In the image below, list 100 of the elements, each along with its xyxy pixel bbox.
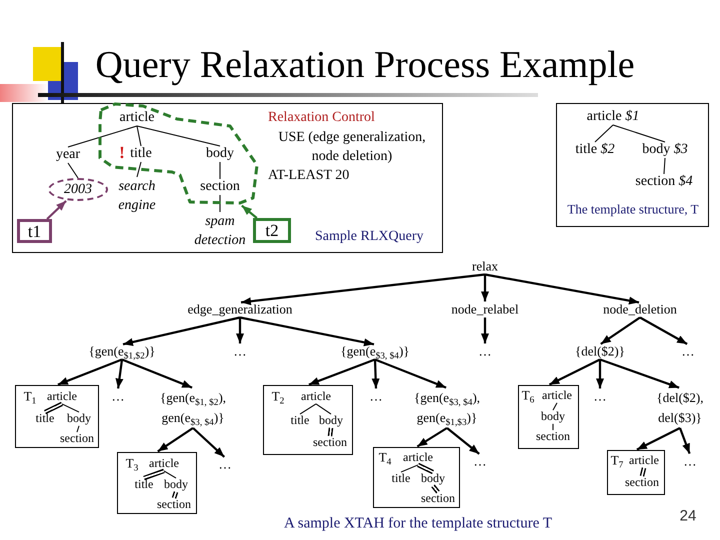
node-label: section: [536, 430, 570, 444]
tree-box: [518, 385, 579, 449]
node-label: article $1: [586, 108, 640, 126]
arrow: [596, 360, 604, 388]
node-label: body: [164, 478, 188, 492]
node-label: section $4: [635, 174, 693, 190]
tag-box: t2: [253, 218, 291, 243]
ellipsis: …: [594, 390, 606, 404]
arrow: [481, 318, 489, 344]
tag-box: t1: [17, 219, 52, 243]
node-label: body $3: [642, 142, 688, 158]
ellipsis: …: [370, 390, 382, 404]
arrow: [46, 200, 67, 220]
double-line: [44, 402, 63, 414]
relaxation-set: {gen(e$_{$1, $2}$), gen(e$_{$3, $4}$)}: [159, 388, 227, 428]
panel-caption: Sample RLXQuery: [315, 228, 424, 246]
tree-box-title: T$_{4}$: [378, 450, 392, 466]
arrow: [122, 358, 192, 389]
tree-box-title: T$_{6}$: [522, 388, 534, 404]
panel-caption: The template structure, T: [567, 202, 699, 218]
arrow: [372, 359, 380, 389]
exclamation-mark: !: [119, 143, 125, 163]
connector-line: [594, 124, 614, 142]
double-line: [143, 468, 165, 480]
diagram-caption: A sample XTAH for the template structure T: [284, 515, 552, 533]
double-line: [328, 428, 334, 436]
connector-line: [164, 470, 176, 479]
slide-title: Query Relaxation Process Example: [95, 44, 635, 88]
connector-line: [136, 126, 142, 146]
node-label: search engine: [118, 177, 156, 215]
node-label: body: [541, 410, 565, 424]
double-line: [431, 484, 440, 494]
ellipsis: …: [234, 344, 246, 360]
node-label: article: [47, 390, 77, 404]
node-label: spam detection: [194, 212, 246, 250]
arrow: [374, 358, 446, 389]
node-label: section: [200, 178, 240, 196]
node-label: title: [392, 472, 410, 486]
connector-line: [612, 124, 666, 142]
node-label: article: [120, 110, 154, 126]
arrow: [636, 427, 680, 451]
node-label: title: [36, 412, 54, 426]
arrow: [484, 273, 640, 305]
tree-box-title: T$_{3}$: [126, 456, 138, 472]
node-label: section: [157, 498, 191, 512]
relaxation-set: {del($2)}: [574, 344, 626, 360]
connector-line: [76, 425, 80, 433]
arrow: [600, 358, 680, 389]
tree-box: [373, 447, 460, 508]
arrow: [192, 427, 226, 458]
tree-box: [263, 385, 353, 455]
arrow: [308, 358, 376, 386]
page-number: 24: [680, 507, 696, 525]
arrow: [678, 428, 691, 454]
tree-box: [607, 450, 665, 495]
node-label: section: [313, 436, 347, 450]
relaxation-set: {gen(e$_{$1,$2}$)}: [88, 344, 156, 360]
connector-line: [62, 403, 80, 413]
operation-label: node_relabel: [451, 302, 519, 318]
ellipsis: …: [112, 390, 124, 404]
arrow: [236, 318, 244, 344]
arrow: [446, 427, 480, 455]
node-label: section: [625, 476, 659, 490]
query-panel: [12, 103, 443, 253]
node-label: relax: [472, 260, 498, 274]
relaxation-set: {gen(e$_{$3, $4}$)}: [340, 344, 410, 360]
arrow: [600, 316, 641, 345]
arrow: [157, 427, 194, 452]
operation-label: edge_generalization: [188, 302, 292, 318]
connector-line: [552, 423, 554, 431]
tree-box: [15, 385, 99, 448]
node-label: title: [290, 414, 310, 428]
connector-line: [136, 126, 220, 146]
double-line: [172, 491, 178, 499]
connector-line: [68, 162, 78, 178]
arrow: [548, 358, 600, 386]
arrow: [58, 358, 122, 386]
arrow: [241, 204, 258, 219]
node-label: body: [421, 472, 445, 486]
double-line: [417, 462, 434, 474]
control-heading: Relaxation Control: [268, 110, 375, 126]
arrow: [481, 274, 489, 302]
tree-box-title: T$_{1}$: [24, 390, 36, 404]
node-label: body: [67, 412, 91, 426]
tree-box: [117, 452, 197, 514]
arrow: [115, 359, 124, 389]
tree-box-title: T$_{7}$: [610, 454, 624, 468]
ellipsis: …: [684, 454, 696, 470]
tree-box-title: T$_{2}$: [272, 390, 284, 404]
node-label: article: [149, 457, 179, 471]
node-label: body: [206, 146, 234, 162]
node-label: body: [319, 414, 343, 428]
ellipsis: …: [682, 344, 694, 360]
arrow: [240, 273, 486, 306]
node-label: article: [629, 454, 659, 468]
connector-line: [552, 402, 558, 411]
node-label: article: [301, 390, 331, 404]
connector-line: [664, 158, 666, 174]
ellipsis: …: [478, 344, 492, 360]
node-label: section: [60, 432, 94, 446]
